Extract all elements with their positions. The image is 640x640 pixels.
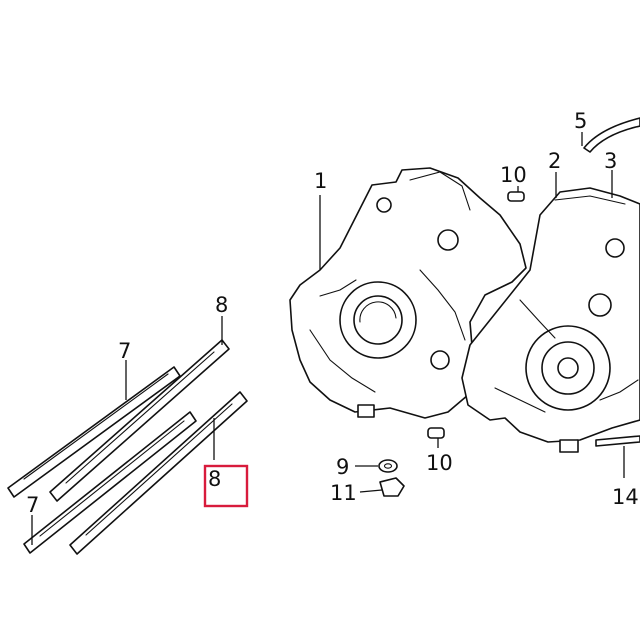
highlight-box xyxy=(203,464,249,508)
callout-1: 1 xyxy=(314,169,327,193)
callout-5: 5 xyxy=(574,109,587,133)
stud-bolt-8-upper xyxy=(49,339,230,502)
rod-14 xyxy=(595,435,640,447)
washer-9 xyxy=(378,459,398,473)
callout-10-upper: 10 xyxy=(500,163,527,187)
callout-9: 9 xyxy=(336,455,349,479)
stud-bolts-group xyxy=(7,339,248,555)
dowel-pin-10-lower xyxy=(427,427,445,439)
crankcase-right-half xyxy=(461,187,640,453)
callout-11: 11 xyxy=(330,481,357,505)
callout-14: 14 xyxy=(612,485,639,509)
plug-11 xyxy=(379,477,405,497)
breather-hose xyxy=(583,117,640,153)
callout-labels: 1 2 3 5 7 7 8 8 9 10 10 11 14 xyxy=(26,109,639,517)
callout-7-upper: 7 xyxy=(118,339,131,363)
callout-7-lower: 7 xyxy=(26,493,39,517)
callout-8-upper: 8 xyxy=(215,293,228,317)
stud-bolt-7-upper xyxy=(7,366,181,498)
callout-8-highlighted[interactable]: 8 xyxy=(208,467,221,491)
callout-10-lower: 10 xyxy=(426,451,453,475)
stud-bolt-7-lower xyxy=(23,411,197,554)
dowel-pin-10-upper xyxy=(507,191,525,202)
stud-bolt-8-lower xyxy=(69,391,248,555)
callout-2: 2 xyxy=(548,149,561,173)
leader-lines xyxy=(31,132,625,545)
callout-3: 3 xyxy=(604,149,617,173)
